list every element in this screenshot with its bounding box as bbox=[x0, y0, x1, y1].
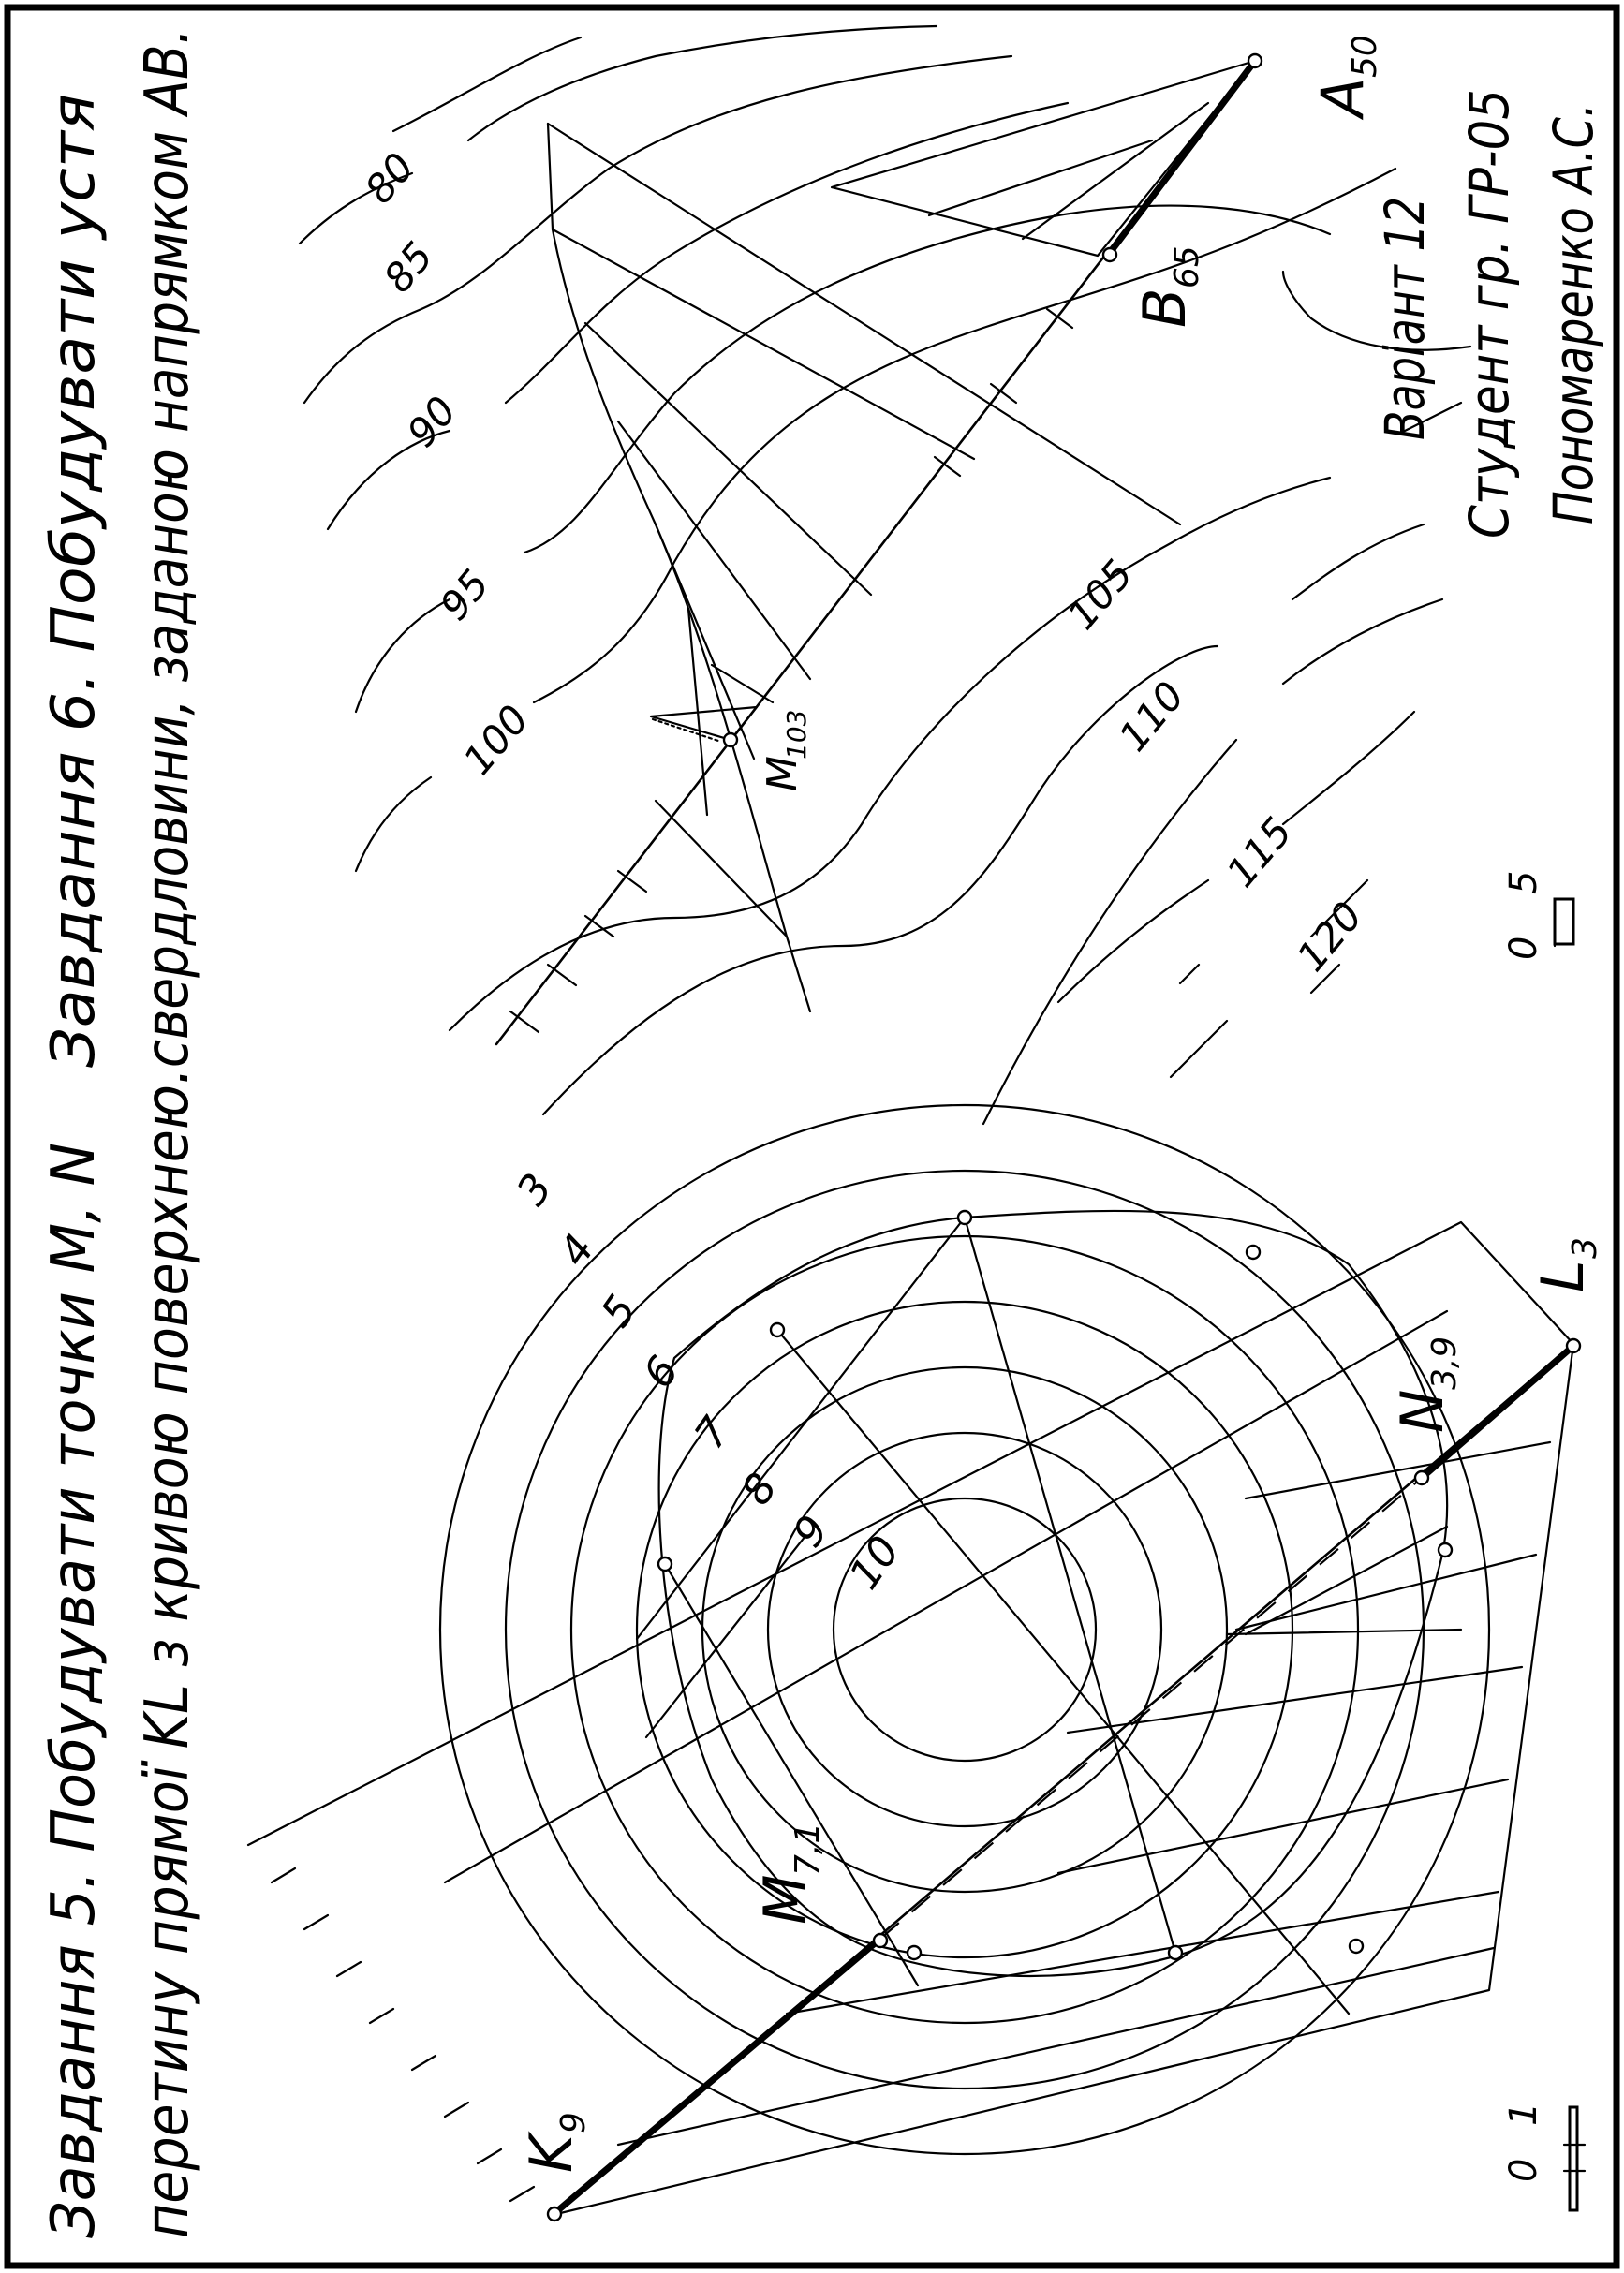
task6-scale-rect bbox=[1553, 897, 1575, 946]
task6-drawing bbox=[298, 24, 1472, 1126]
contour-label-105: 105 bbox=[1058, 552, 1142, 639]
point-section-7 bbox=[1167, 1944, 1184, 1961]
segment-ab bbox=[1106, 57, 1259, 257]
point-m71b bbox=[906, 1944, 923, 1961]
task5-title-line2: перетину прямої KL з кривою поверхнею. bbox=[133, 1068, 202, 2238]
label-a-sub: 50 bbox=[1346, 35, 1384, 78]
stamp-variant: Варіант 12 bbox=[1373, 197, 1437, 440]
task6-scale-bar: 0 5 bbox=[1502, 871, 1575, 960]
task5-projectors bbox=[443, 1216, 1552, 2147]
task5-scale-bar: 0 1 bbox=[1502, 2103, 1587, 2212]
task5-drawing bbox=[246, 1103, 1582, 2222]
contour-label-100: 100 bbox=[454, 697, 538, 784]
task6-contours bbox=[298, 24, 1472, 1126]
task6-title-line2: свердловини, заданою напрямком AB. bbox=[133, 28, 202, 1068]
task5-title-line1: Завдання 5. Побудувати точки M, N bbox=[39, 1143, 109, 2238]
point-n39 bbox=[1413, 1469, 1430, 1486]
contour-label-90: 90 bbox=[398, 388, 465, 455]
task5-contour-circles bbox=[438, 1103, 1491, 2156]
label-l-sub: 3 bbox=[1566, 1237, 1604, 1259]
label-l-letter: L bbox=[1528, 1260, 1597, 1292]
circle-label-4: 4 bbox=[550, 1226, 604, 1275]
segment-k-m bbox=[549, 1935, 884, 2219]
task5-scale-value: 1 bbox=[1502, 2103, 1545, 2126]
contour-label-115: 115 bbox=[1218, 809, 1301, 896]
task6-scale-zero: 0 bbox=[1502, 937, 1545, 960]
label-m103-letter: M bbox=[759, 756, 806, 791]
point-section-1 bbox=[956, 1209, 973, 1226]
contour-label-85: 85 bbox=[375, 233, 442, 301]
label-k-letter: K bbox=[517, 2131, 585, 2173]
point-k9 bbox=[546, 2206, 563, 2222]
segment-n-l bbox=[1418, 1342, 1577, 1482]
task5-ticks bbox=[270, 1867, 536, 2203]
task6-title: Завдання 6. Побудувати устя свердловини,… bbox=[39, 28, 202, 1068]
task6-projectors bbox=[546, 122, 1182, 938]
label-n-sub: 3,9 bbox=[1425, 1336, 1464, 1390]
point-section-5 bbox=[1437, 1542, 1454, 1558]
label-b-sub: 65 bbox=[1168, 245, 1206, 288]
point-l3 bbox=[1565, 1337, 1582, 1354]
label-k-sub: 9 bbox=[554, 2112, 593, 2133]
task5-scale-zero: 0 bbox=[1502, 2159, 1545, 2182]
label-m103-sub: 103 bbox=[781, 710, 812, 760]
label-n-letter: N bbox=[1388, 1390, 1456, 1433]
point-m71 bbox=[872, 1932, 889, 1949]
circle-label-3: 3 bbox=[508, 1165, 562, 1214]
contour-label-120: 120 bbox=[1288, 893, 1371, 981]
point-m103 bbox=[722, 731, 739, 748]
task5-title: Завдання 5. Побудувати точки M, N перети… bbox=[39, 1068, 202, 2238]
label-m-letter: M bbox=[751, 1875, 819, 1926]
task6-section-curve bbox=[546, 122, 812, 1013]
point-section-4 bbox=[1245, 1244, 1262, 1261]
task6-scale-value: 5 bbox=[1502, 871, 1545, 894]
point-section-6 bbox=[1348, 1938, 1365, 1955]
task5-section-curve bbox=[657, 1209, 1449, 1978]
label-a-letter: A bbox=[1308, 78, 1377, 121]
circle-label-5: 5 bbox=[592, 1287, 646, 1336]
point-section-2 bbox=[769, 1321, 786, 1338]
sheet-frame bbox=[4, 4, 1620, 2269]
circle-label-6: 6 bbox=[634, 1348, 688, 1396]
circle-label-7: 7 bbox=[686, 1409, 740, 1457]
task5-scale-rect bbox=[1568, 2105, 1579, 2212]
task6-small-triangle bbox=[649, 705, 759, 742]
segment-m-n-hidden bbox=[879, 1477, 1423, 1940]
point-section-3 bbox=[657, 1556, 673, 1572]
circle-label-10: 10 bbox=[840, 1528, 909, 1598]
contour-label-95: 95 bbox=[431, 561, 498, 628]
task6-title-line1: Завдання 6. Побудувати устя bbox=[39, 94, 109, 1068]
point-a50 bbox=[1247, 52, 1263, 69]
task5-contour-labels: 3 4 5 6 7 8 9 10 bbox=[508, 1165, 909, 1598]
ab-ticks bbox=[509, 307, 1074, 1034]
task6-point-labels: A 50 B 65 M 103 bbox=[759, 35, 1384, 791]
stamp-name: Пономаренко А.С. bbox=[1542, 103, 1605, 524]
contour-label-110: 110 bbox=[1110, 673, 1193, 760]
task6-triangle-top bbox=[830, 59, 1257, 258]
label-m-sub: 7,1 bbox=[789, 1823, 827, 1876]
label-b-letter: B bbox=[1130, 288, 1199, 328]
stamp-student: Студент гр. ГР-05 bbox=[1457, 89, 1521, 539]
contour-label-80: 80 bbox=[356, 144, 423, 212]
point-b65 bbox=[1101, 246, 1118, 263]
task5-point-labels: K 9 M 7,1 N 3,9 L 3 bbox=[517, 1237, 1604, 2173]
circle-label-9: 9 bbox=[784, 1507, 838, 1556]
stamp-block: Варіант 12 Студент гр. ГР-05 Пономаренко… bbox=[1373, 89, 1605, 539]
